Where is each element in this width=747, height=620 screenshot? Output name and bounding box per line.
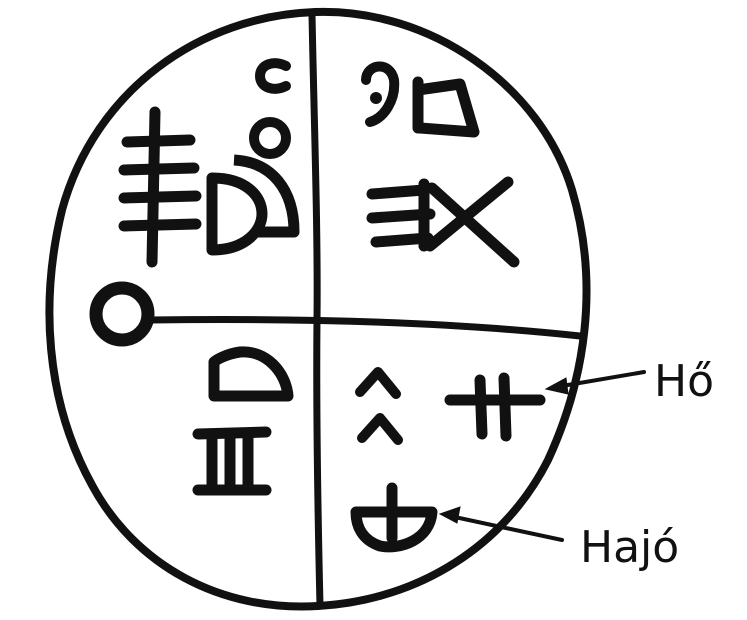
knob-ring: [96, 288, 148, 340]
ho-arrow: [546, 372, 644, 394]
rune-ring: [254, 122, 286, 154]
rune-hook: [260, 63, 286, 89]
rune-hajo: [356, 488, 432, 547]
rune-half-disc-pair: [212, 160, 294, 250]
rune-flag: [418, 82, 474, 132]
rune-crossed-comb: [372, 182, 514, 262]
rune-half-disc: [214, 352, 288, 396]
vertical-divider: [312, 14, 320, 606]
label-hajo: Hajó: [580, 522, 679, 573]
rune-comb-vertical: [124, 112, 196, 262]
horizontal-divider: [150, 320, 580, 336]
rune-triple-bar: [198, 432, 266, 490]
rune-dot: [370, 92, 382, 104]
label-ho: Hő: [654, 356, 714, 407]
rune-ho: [450, 378, 540, 436]
rune-double-chevron: [360, 372, 398, 440]
